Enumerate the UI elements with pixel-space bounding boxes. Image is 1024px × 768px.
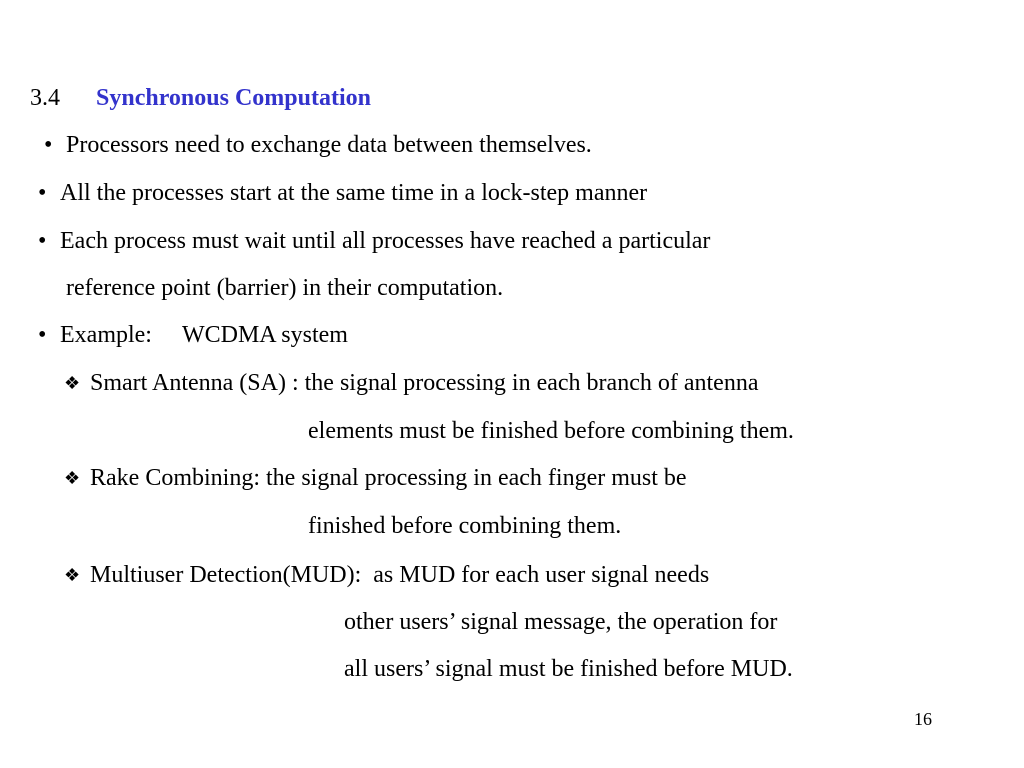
sub-item-continuation: other users’ signal message, the operati… xyxy=(344,608,777,636)
sub-item-continuation-text: finished before combining them. xyxy=(308,513,622,539)
sub-item-text: Multiuser Detection(MUD): as MUD for eac… xyxy=(90,562,710,588)
sub-item-continuation-text: all users’ signal must be finished befor… xyxy=(344,656,793,682)
section-title: Synchronous Computation xyxy=(96,85,371,111)
sub-item-continuation: all users’ signal must be finished befor… xyxy=(344,655,793,683)
bullet-marker: • xyxy=(38,322,47,348)
bullet-marker: • xyxy=(38,180,47,206)
bullet-text: Each process must wait until all process… xyxy=(60,228,711,254)
bullet-item: • Example: WCDMA system xyxy=(38,321,348,349)
bullet-item: • Processors need to exchange data betwee… xyxy=(44,131,592,159)
sub-item-text: Rake Combining: the signal processing in… xyxy=(90,465,687,491)
sub-item: ❖ Multiuser Detection(MUD): as MUD for ea… xyxy=(64,561,709,590)
sub-item-text: Smart Antenna (SA) : the signal processi… xyxy=(90,370,759,396)
sub-item: ❖ Rake Combining: the signal processing i… xyxy=(64,464,687,493)
bullet-marker: • xyxy=(44,132,53,158)
sub-item-continuation: finished before combining them. xyxy=(308,512,621,540)
bullet-text: Processors need to exchange data between… xyxy=(66,132,592,158)
bullet-item: • All the processes start at the same tim… xyxy=(38,179,647,207)
sub-item-continuation: elements must be finished before combini… xyxy=(308,417,794,445)
sub-item-continuation-text: elements must be finished before combini… xyxy=(308,418,794,444)
sub-item-continuation-text: other users’ signal message, the operati… xyxy=(344,609,778,635)
diamond-bullet-icon: ❖ xyxy=(64,468,81,488)
sub-item: ❖ Smart Antenna (SA) : the signal process… xyxy=(64,369,758,398)
bullet-continuation-text: reference point (barrier) in their compu… xyxy=(66,275,504,301)
bullet-text: Example: WCDMA system xyxy=(60,322,348,348)
bullet-marker: • xyxy=(38,228,47,254)
bullet-item: • Each process must wait until all proces… xyxy=(38,227,710,255)
bullet-text: All the processes start at the same time… xyxy=(60,180,648,206)
bullet-continuation: reference point (barrier) in their compu… xyxy=(66,274,503,302)
section-number: 3.4 xyxy=(30,85,60,111)
diamond-bullet-icon: ❖ xyxy=(64,373,81,393)
page-number: 16 xyxy=(914,709,932,729)
diamond-bullet-icon: ❖ xyxy=(64,565,81,585)
